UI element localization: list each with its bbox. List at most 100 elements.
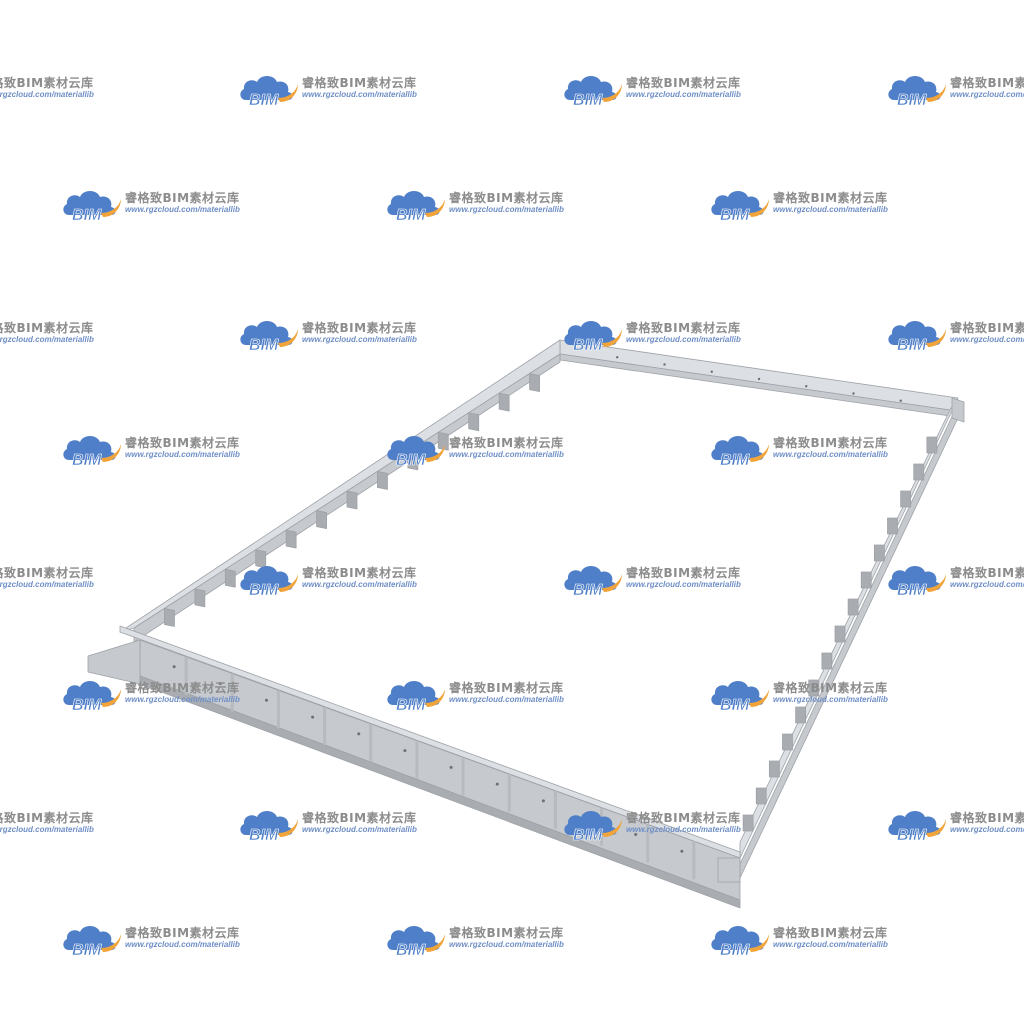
watermark-url: www.rgzcloud.com/materiallib bbox=[950, 90, 1024, 99]
watermark-url: www.rgzcloud.com/materiallib bbox=[125, 940, 240, 949]
cloud-icon: BIM bbox=[888, 321, 946, 354]
cloud-icon: BIM bbox=[240, 811, 298, 844]
logo-text: BIM bbox=[396, 942, 426, 959]
logo-text: BIM bbox=[573, 582, 603, 599]
watermark-brand: 睿格致BIM素材云库 bbox=[302, 76, 417, 90]
left-rail-rib-9 bbox=[285, 529, 297, 549]
right-rail-rib-4 bbox=[887, 517, 898, 535]
front-rail-bolt-hole-7 bbox=[449, 765, 453, 769]
cloud-icon: BIM bbox=[711, 681, 769, 714]
watermark-url: www.rgzcloud.com/materiallib bbox=[125, 695, 240, 704]
watermark-brand: 睿格致BIM素材云库 bbox=[626, 566, 741, 580]
watermark-url: www.rgzcloud.com/materiallib bbox=[950, 335, 1024, 344]
watermark-url: www.rgzcloud.com/materiallib bbox=[449, 450, 564, 459]
watermark-url: www.rgzcloud.com/materiallib bbox=[0, 580, 94, 589]
logo-text: BIM bbox=[249, 337, 279, 354]
logo-text: BIM bbox=[72, 207, 102, 224]
right-rail-rib-13 bbox=[768, 760, 780, 778]
right-rail-rib-9 bbox=[821, 652, 833, 670]
watermark-brand: 睿格致BIM素材云库 bbox=[626, 321, 741, 335]
front-rail-bolt-hole-1 bbox=[172, 665, 176, 669]
front-rail-bolt-hole-6 bbox=[403, 749, 407, 753]
logo-text: BIM bbox=[396, 697, 426, 714]
right-rail-rib-8 bbox=[834, 625, 846, 643]
cloud-icon: BIM bbox=[711, 436, 769, 469]
watermark-url: www.rgzcloud.com/materiallib bbox=[302, 90, 417, 99]
watermark-brand: 睿格致BIM素材云库 bbox=[449, 926, 564, 940]
watermark-stamp: BIM睿格致BIM素材云库www.rgzcloud.com/materialli… bbox=[0, 560, 105, 600]
watermark-url: www.rgzcloud.com/materiallib bbox=[626, 580, 741, 589]
watermark-stamp: BIM睿格致BIM素材云库www.rgzcloud.com/materialli… bbox=[0, 805, 105, 845]
watermark-url: www.rgzcloud.com/materiallib bbox=[626, 825, 741, 834]
back-rail-bolt-hole-7 bbox=[899, 399, 902, 402]
watermark-brand: 睿格致BIM素材云库 bbox=[950, 76, 1024, 90]
right-rail-rib-11 bbox=[795, 706, 807, 724]
watermark-brand: 睿格致BIM素材云库 bbox=[125, 681, 240, 695]
watermark-brand: 睿格致BIM素材云库 bbox=[449, 681, 564, 695]
watermark-brand: 睿格致BIM素材云库 bbox=[449, 436, 564, 450]
watermark-url: www.rgzcloud.com/materiallib bbox=[0, 90, 94, 99]
cloud-icon: BIM bbox=[387, 681, 445, 714]
watermark-url: www.rgzcloud.com/materiallib bbox=[125, 450, 240, 459]
watermark-url: www.rgzcloud.com/materiallib bbox=[773, 205, 888, 214]
back-right-corner-post bbox=[951, 397, 965, 423]
right-rail-rib-3 bbox=[900, 490, 912, 508]
back-rail-bolt-hole-1 bbox=[616, 356, 619, 359]
right-rail-rib-15 bbox=[742, 814, 754, 832]
right-rail-rib-10 bbox=[808, 679, 820, 697]
watermark-brand: 睿格致BIM素材云库 bbox=[302, 811, 417, 825]
front-rail-bolt-hole-11 bbox=[634, 832, 638, 836]
right-rail-rib-6 bbox=[860, 571, 872, 589]
cloud-icon: BIM bbox=[240, 566, 298, 599]
watermark-brand: 睿格致BIM素材云库 bbox=[302, 321, 417, 335]
watermark-brand: 睿格致BIM素材云库 bbox=[449, 191, 564, 205]
watermark-url: www.rgzcloud.com/materiallib bbox=[302, 580, 417, 589]
front-rail-bolt-hole-2 bbox=[218, 682, 222, 686]
left-rail-rib-11 bbox=[224, 568, 236, 588]
left-rail-rib-1 bbox=[529, 373, 540, 392]
logo-text: BIM bbox=[573, 92, 603, 109]
right-rail-rib-12 bbox=[782, 733, 793, 751]
watermark-url: www.rgzcloud.com/materiallib bbox=[773, 695, 888, 704]
cloud-icon: BIM bbox=[711, 191, 769, 224]
logo-text: BIM bbox=[720, 697, 750, 714]
watermark-url: www.rgzcloud.com/materiallib bbox=[449, 695, 564, 704]
watermark-brand: 睿格致BIM素材云库 bbox=[626, 811, 741, 825]
cloud-icon: BIM bbox=[888, 811, 946, 844]
watermark-url: www.rgzcloud.com/materiallib bbox=[302, 825, 417, 834]
logo-text: BIM bbox=[720, 942, 750, 959]
logo-text: BIM bbox=[897, 337, 927, 354]
cloud-icon: BIM bbox=[387, 926, 445, 959]
left-rail-rib-12 bbox=[194, 588, 206, 608]
logo-text: BIM bbox=[396, 207, 426, 224]
watermark-url: www.rgzcloud.com/materiallib bbox=[0, 335, 94, 344]
watermark-url: www.rgzcloud.com/materiallib bbox=[0, 825, 94, 834]
watermark-stamp: BIM睿格致BIM素材云库www.rgzcloud.com/materialli… bbox=[0, 315, 105, 355]
